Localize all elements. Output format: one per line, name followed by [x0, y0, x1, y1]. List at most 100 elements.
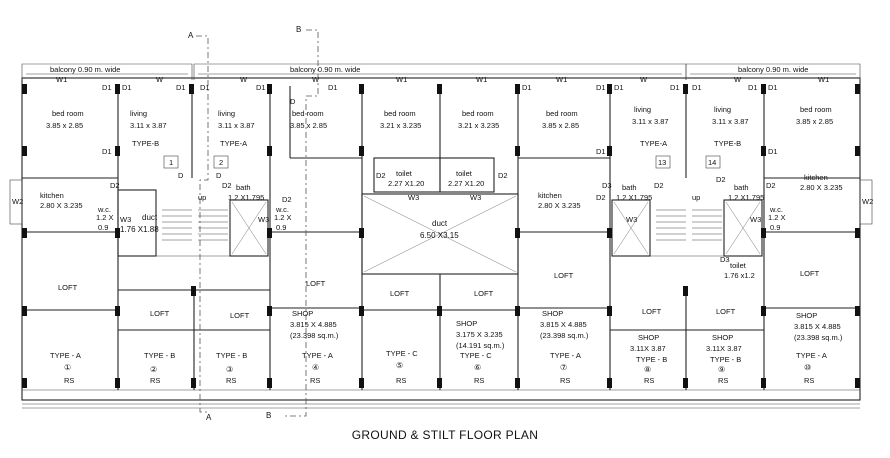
door-tag: D2: [596, 193, 606, 202]
door-tag: D2: [110, 181, 120, 190]
balcony-label: balcony 0.90 m. wide: [738, 65, 808, 74]
bottom-type-label: TYPE - C: [460, 351, 492, 360]
shop-area: (23.398 sq.m.): [290, 331, 339, 340]
room-name: living: [218, 109, 235, 118]
room-size: 1.76 x1.2: [724, 271, 755, 280]
stair-up-label: up: [692, 193, 700, 202]
window-tag: W2: [862, 197, 873, 206]
loft-label: LOFT: [554, 271, 574, 280]
door-tag: D1: [596, 147, 606, 156]
unit-number: ⑦: [560, 363, 567, 372]
room-name: bath: [236, 183, 251, 192]
rs-label: RS: [718, 376, 728, 385]
door-tag: D2: [716, 175, 726, 184]
room-size: 1.2 X1.795: [728, 193, 764, 202]
room-size: 1.2 X: [274, 213, 292, 222]
loft-label: LOFT: [642, 307, 662, 316]
room-name: living: [714, 105, 731, 114]
rs-label: RS: [644, 376, 654, 385]
window-tag: W3: [120, 215, 131, 224]
shop-size: 3.11X 3.87: [706, 344, 742, 353]
unit-number: ⑧: [644, 365, 651, 374]
room-size: 2.80 X 3.235: [800, 183, 843, 192]
bottom-type-label: TYPE - A: [50, 351, 81, 360]
balcony-label: balcony 0.90 m. wide: [290, 65, 360, 74]
room-name: kitchen: [40, 191, 64, 200]
shop-area: (14.191 sq.m.): [456, 341, 505, 350]
window-tag: W2: [12, 197, 23, 206]
room-size: 3.85 x 2.85: [46, 121, 83, 130]
unit-type: TYPE-A: [220, 139, 247, 148]
unit-type: TYPE-B: [714, 139, 741, 148]
room-name: bed room: [52, 109, 84, 118]
rs-label: RS: [474, 376, 484, 385]
room-size: 3.85 x 2.85: [796, 117, 833, 126]
door-tag: D2: [766, 181, 776, 190]
section-lines: [196, 29, 319, 417]
door-tag: D2: [282, 195, 292, 204]
bottom-type-label: TYPE - A: [302, 351, 333, 360]
window-tag: W: [240, 75, 248, 84]
room-size: 3.11 x 3.87: [632, 117, 669, 126]
room-name: bed room: [546, 109, 578, 118]
room-size: 3.21 x 3.235: [380, 121, 421, 130]
stair-up-label: up: [198, 193, 206, 202]
door-tag: D2: [222, 181, 232, 190]
unit-number: ①: [64, 363, 71, 372]
shop-size: 3.815 X 4.885: [540, 320, 587, 329]
unit-number: ③: [226, 365, 233, 374]
section-marker-a-top: A: [188, 31, 194, 40]
shop-label: SHOP: [456, 319, 477, 328]
shop-size: 3.175 X 3.235: [456, 330, 503, 339]
unit-number: ⑨: [718, 365, 725, 374]
shop-label: SHOP: [292, 309, 313, 318]
door-tag: D2: [498, 171, 508, 180]
door-tag: D1: [256, 83, 266, 92]
unit-tag: 2: [219, 158, 223, 167]
unit-number: ⑩: [804, 363, 811, 372]
room-size: 3.21 x 3.235: [458, 121, 499, 130]
window-tag: W3: [626, 215, 637, 224]
window-tag: W3: [408, 193, 419, 202]
room-name: kitchen: [804, 173, 828, 182]
door-tag: D1: [748, 83, 758, 92]
room-name: w.c.: [769, 205, 783, 214]
unit-number: ⑥: [474, 363, 481, 372]
unit-number: ②: [150, 365, 157, 374]
unit-type: TYPE-A: [640, 139, 667, 148]
loft-label: LOFT: [230, 311, 250, 320]
room-size: 1.76 X1.88: [120, 225, 159, 234]
room-name: w.c.: [97, 205, 111, 214]
shop-area: (23.398 sq.m.): [540, 331, 589, 340]
bottom-type-label: TYPE - B: [216, 351, 247, 360]
door-tag: D: [290, 97, 296, 106]
room-name: duct: [142, 213, 158, 222]
window-tag: W1: [56, 75, 67, 84]
room-size: 2.80 X 3.235: [40, 201, 83, 210]
room-name: bed room: [384, 109, 416, 118]
window-tag: W: [734, 75, 742, 84]
window-tag: W1: [556, 75, 567, 84]
loft-label: LOFT: [800, 269, 820, 278]
room-size: 0.9: [276, 223, 286, 232]
loft-label: LOFT: [58, 283, 78, 292]
shop-size: 3.11X 3.87: [630, 344, 666, 353]
window-tag: W1: [476, 75, 487, 84]
rs-label: RS: [64, 376, 74, 385]
door-tag: D1: [328, 83, 338, 92]
stairs: [162, 195, 761, 273]
window-tag: W3: [470, 193, 481, 202]
section-marker-b-bottom: B: [266, 411, 271, 420]
room-name: living: [634, 105, 651, 114]
door-tag: D1: [102, 147, 112, 156]
loft-label: LOFT: [474, 289, 494, 298]
bottom-type-label: TYPE - C: [386, 349, 418, 358]
window-tag: W: [156, 75, 164, 84]
door-tag: D1: [768, 83, 778, 92]
unit-tag: 14: [708, 158, 716, 167]
shop-label: SHOP: [638, 333, 659, 342]
window-tag: W1: [396, 75, 407, 84]
room-name: kitchen: [538, 191, 562, 200]
room-size: 3.11 x 3.87: [130, 121, 167, 130]
